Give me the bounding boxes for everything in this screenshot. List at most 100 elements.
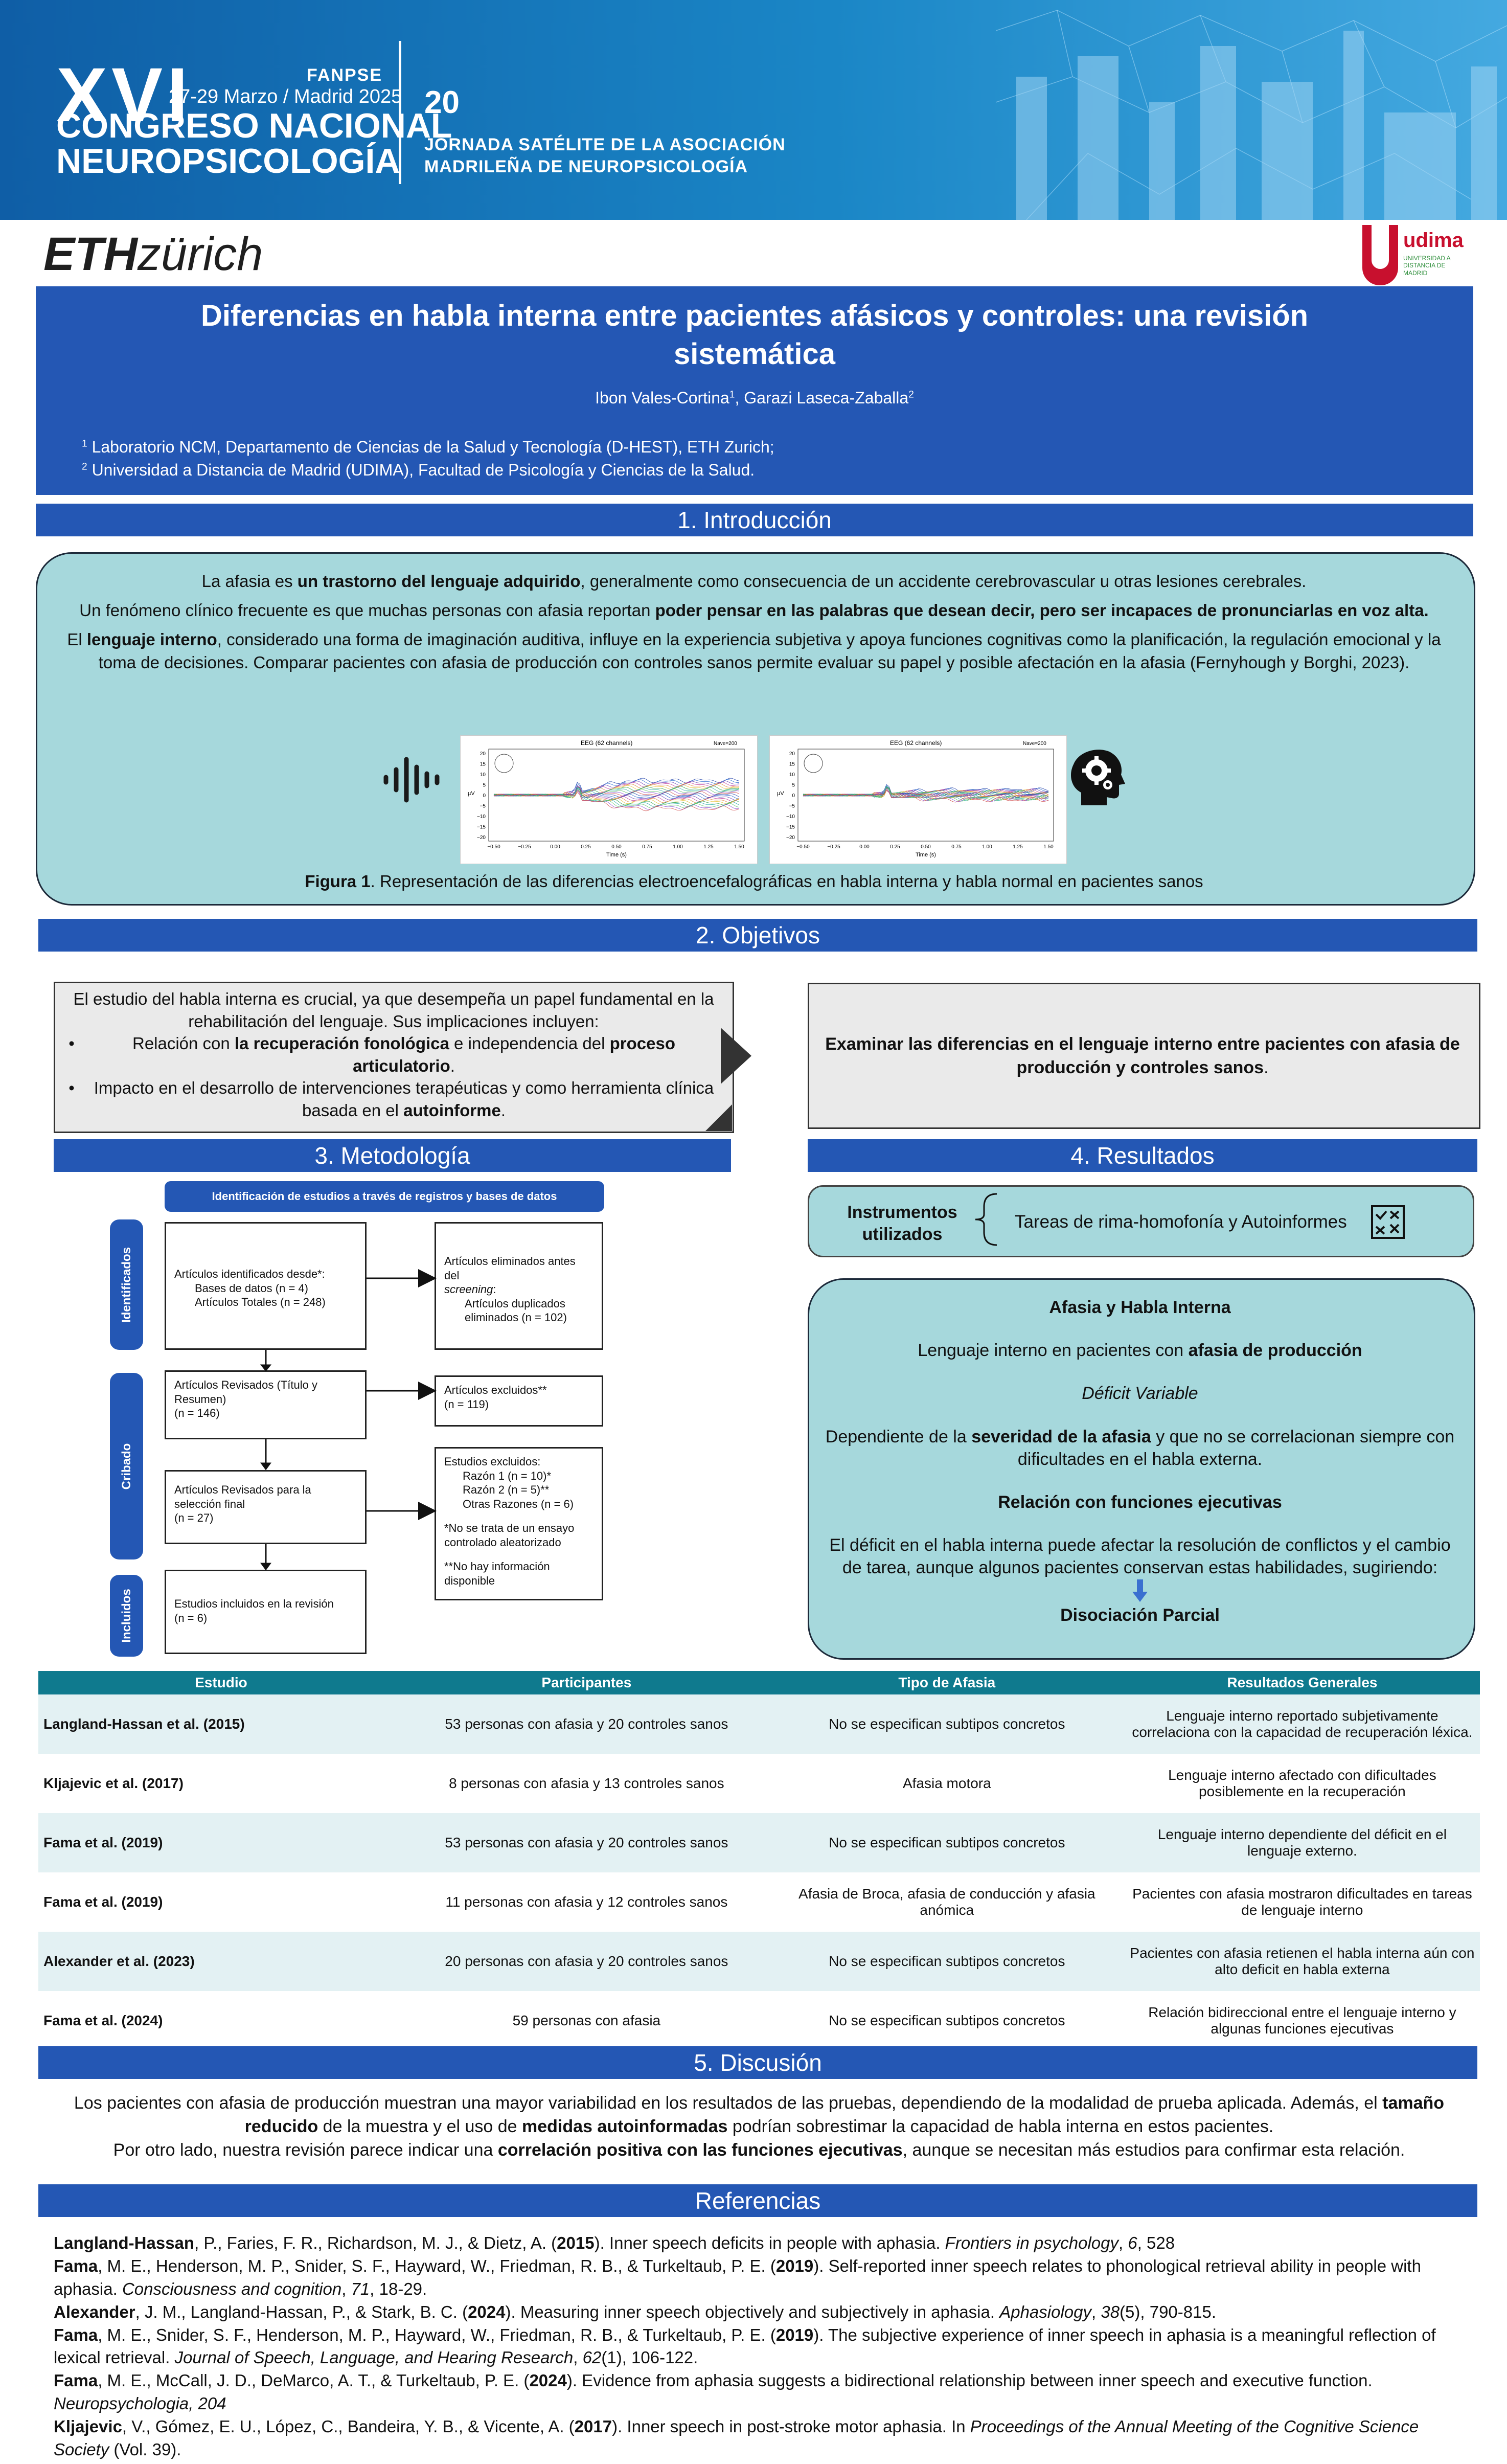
eeg-ylabel: µV xyxy=(777,790,784,797)
jornada-line-2: MADRILEÑA DE NEUROPSICOLOGÍA xyxy=(424,156,748,176)
instruments-label: Instrumentos utilizados xyxy=(847,1203,957,1244)
reference-item: Fama, M. E., McCall, J. D., DeMarco, A. … xyxy=(54,2369,1465,2415)
eeg-ytick: 0 xyxy=(792,793,795,799)
cell-participants: 59 personas con afasia xyxy=(403,1991,769,2050)
eeg-ytick: −10 xyxy=(786,814,795,820)
ref-year: 2024 xyxy=(529,2371,567,2390)
prisma-box-included: Estudios incluidos en la revisión (n = 6… xyxy=(165,1570,367,1654)
eeg-ytick: 5 xyxy=(792,783,795,788)
table-row: Fama et al. (2019) 11 personas con afasi… xyxy=(38,1872,1480,1932)
b6-line-6: controlado aleatorizado xyxy=(444,1535,561,1549)
instruments-panel xyxy=(808,1185,1474,1257)
eeg-trace xyxy=(493,789,740,801)
intro-paragraph-2: Un fenómeno clínico frecuente es que muc… xyxy=(66,599,1442,622)
b2-line-2: screening xyxy=(444,1283,493,1296)
cell-results: Lenguaje interno afectado con dificultad… xyxy=(1124,1754,1480,1813)
affiliation-1: 1 Laboratorio NCM, Departamento de Cienc… xyxy=(82,436,774,459)
banner-divider xyxy=(399,41,401,184)
eeg-plot-2: EEG (62 channels)Nave=20020151050−5−10−1… xyxy=(777,739,1054,858)
b6-line-1: Estudios excluidos: xyxy=(444,1455,541,1468)
ref-author: Fama xyxy=(54,2371,98,2390)
b6-line-7: **No hay información disponible xyxy=(444,1560,550,1587)
congress-line-2: NEUROPSICOLOGÍA xyxy=(56,142,400,181)
ref-journal: Consciousness and cognition xyxy=(122,2279,342,2298)
jornada-text: JORNADA SATÉLITE DE LA ASOCIACIÓN MADRIL… xyxy=(424,134,786,177)
eeg-ytick: 20 xyxy=(480,751,486,757)
b2-line-1: Artículos eliminados antes del xyxy=(444,1255,576,1282)
aim-text: Examinar las diferencias en el lenguaje … xyxy=(825,1034,1460,1077)
cell-type: Afasia de Broca, afasia de conducción y … xyxy=(769,1872,1125,1932)
ref-author: Kljajevic xyxy=(54,2417,122,2436)
objectives-intro: El estudio del habla interna es crucial,… xyxy=(73,989,714,1031)
eeg-title: EEG (62 channels) xyxy=(890,739,942,747)
ref-journal: Frontiers in psychology xyxy=(945,2233,1118,2252)
cell-results: Relación bidireccional entre el lenguaje… xyxy=(1124,1991,1480,2050)
ref-volume: 38 xyxy=(1101,2302,1120,2321)
eeg-xtick: 0.50 xyxy=(611,844,622,850)
ref-volume: 62 xyxy=(582,2348,602,2367)
ref-author: Fama xyxy=(54,2256,98,2275)
table-row: Fama et al. (2024) 59 personas con afasi… xyxy=(38,1991,1480,2050)
ref-author: Langland-Hassan xyxy=(54,2233,195,2252)
reference-item: Fama, M. E., Snider, S. F., Henderson, M… xyxy=(54,2324,1465,2370)
eeg-trace xyxy=(803,790,1049,803)
table-header-row: Estudio Participantes Tipo de Afasia Res… xyxy=(38,1671,1480,1694)
aff-1-sup: 1 xyxy=(82,438,87,449)
b1-line-2: Bases de datos (n = 4) xyxy=(195,1281,308,1295)
prisma-top-label: Identificación de estudios a través de r… xyxy=(165,1181,604,1212)
intro-p1-a: La afasia es xyxy=(201,572,298,591)
ref-part: , 528 xyxy=(1137,2233,1175,2252)
section-header-intro: 1. Introducción xyxy=(36,504,1473,536)
section-header-methodology: 3. Metodología xyxy=(54,1139,731,1172)
results-text: Afasia y Habla Interna Lenguaje interno … xyxy=(818,1296,1462,1626)
eeg-ytick: −20 xyxy=(477,835,486,841)
cell-study: Fama et al. (2019) xyxy=(38,1813,404,1872)
objective-bullet-1: •Relación con la recuperación fonológica… xyxy=(61,1032,726,1077)
congress-name: CONGRESO NACIONAL NEUROPSICOLOGÍA xyxy=(56,108,452,179)
b3-line-3: (n = 146) xyxy=(174,1407,220,1419)
intro-p3-c: , considerado una forma de imaginación a… xyxy=(98,629,1441,672)
results-line-6: El déficit en el habla interna puede afe… xyxy=(829,1535,1451,1578)
figure-caption-text: . Representación de las diferencias elec… xyxy=(370,872,1203,891)
b3-line-1: Artículos Revisados (Título y xyxy=(174,1378,317,1391)
cell-participants: 53 personas con afasia y 20 controles sa… xyxy=(403,1813,769,1872)
results-line-2: Lenguaje interno en pacientes con afasia… xyxy=(818,1339,1462,1362)
prisma-stage-screening: Cribado xyxy=(110,1373,143,1559)
b1-line-1: Artículos identificados desde*: xyxy=(174,1268,325,1280)
b2-line-3: Artículos duplicados xyxy=(465,1297,565,1310)
ref-part: , V., Gómez, E. U., López, C., Bandeira,… xyxy=(122,2417,575,2436)
d2c: , aunque se necesitan más estudios para … xyxy=(902,2140,1405,2160)
ref-part: , M. E., Henderson, M. P., Snider, S. F.… xyxy=(98,2256,776,2275)
eeg-nave: Nave=200 xyxy=(1023,741,1046,747)
aim-end: . xyxy=(1264,1057,1269,1077)
ref-part: , M. E., Snider, S. F., Henderson, M. P.… xyxy=(98,2325,776,2344)
b6-line-4: Otras Razones (n = 6) xyxy=(463,1497,574,1510)
eeg-ytick: −15 xyxy=(786,825,795,830)
ref-volume: 71 xyxy=(351,2279,370,2298)
prisma-arrows xyxy=(367,1269,437,1520)
cell-study: Alexander et al. (2023) xyxy=(38,1932,404,1991)
eeg-xtick: 0.25 xyxy=(890,844,900,850)
prisma-box-removed: Artículos eliminados antes del screening… xyxy=(435,1222,603,1350)
author-1-sup: 1 xyxy=(729,389,735,400)
results-heading-1: Afasia y Habla Interna xyxy=(1049,1298,1231,1317)
prisma-box-excluded: Artículos excluidos** (n = 119) xyxy=(435,1375,603,1427)
intro-p1-b: un trastorno del lenguaje adquirido xyxy=(297,572,581,591)
cell-study: Fama et al. (2019) xyxy=(38,1872,404,1932)
d1c: de la muestra y el uso de xyxy=(318,2117,522,2137)
authors: Ibon Vales-Cortina1, Garazi Laseca-Zabal… xyxy=(36,389,1473,408)
b2b: autoinforme xyxy=(403,1100,501,1120)
ref-part: , xyxy=(573,2348,583,2367)
author-1: Ibon Vales-Cortina xyxy=(595,389,729,407)
eeg-ytick: 10 xyxy=(789,772,795,778)
b2-line-4: eliminados (n = 102) xyxy=(465,1311,567,1324)
eeg-ytick: −10 xyxy=(477,814,486,820)
ref-part: (Vol. 39). xyxy=(109,2439,181,2459)
b1d: proceso articulatorio xyxy=(353,1034,676,1075)
intro-paragraph-3: El lenguaje interno, considerado una for… xyxy=(66,628,1442,674)
eth-logo-bold: ETH xyxy=(43,228,138,280)
s4b: severidad de la afasia xyxy=(971,1427,1151,1446)
reference-item: Fama, M. E., Henderson, M. P., Snider, S… xyxy=(54,2255,1465,2301)
brace-icon xyxy=(975,1193,997,1246)
